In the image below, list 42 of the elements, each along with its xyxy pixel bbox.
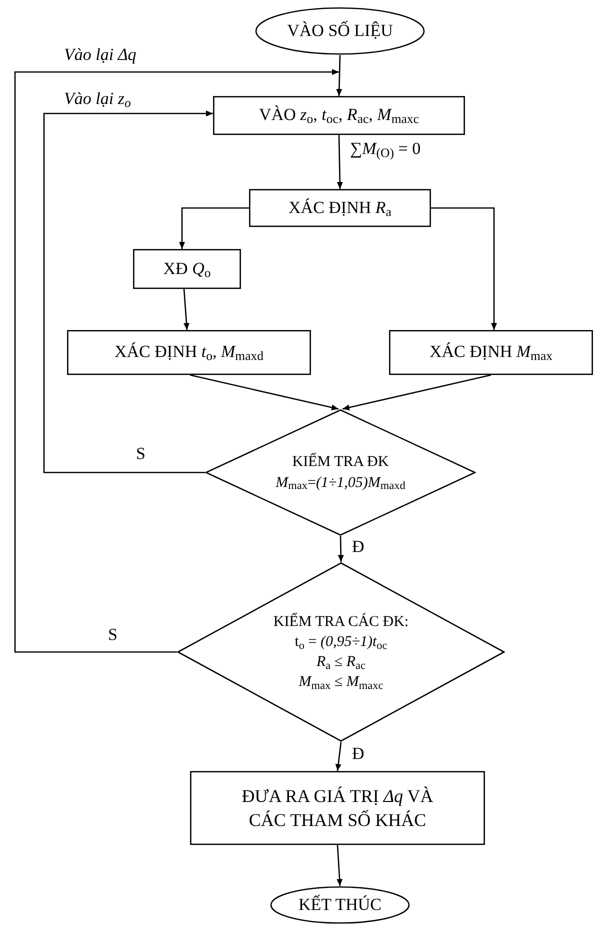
node-text: XÁC ĐỊNH M$_{max}$ (428, 341, 554, 364)
node-text: ĐƯA RA GIÁ TRỊ Δq VÀ CÁC THAM SỐ KHÁC (240, 784, 434, 832)
arrow (342, 374, 492, 410)
node-text: XÁC ĐỊNH t$_{o}$, M$_{maxd}$ (114, 341, 264, 364)
arrow (431, 207, 497, 330)
process-box (389, 330, 593, 375)
node-text: R$_{a}$ ≤ R$_{ac}$ (316, 653, 366, 672)
node-text: VÀO SỐ LIỆU (286, 20, 394, 42)
edge-label: Đ (350, 745, 366, 762)
arrow (335, 742, 342, 772)
process-box (133, 249, 241, 289)
node-text: M$_{max}$ ≤ M$_{maxc}$ (298, 673, 384, 692)
node-text: KIỂM TRA CÁC ĐK: (273, 612, 409, 632)
node-text: KIỂM TRA ĐK (292, 452, 389, 472)
arrow (336, 54, 342, 96)
decision-diamond (177, 562, 505, 742)
arrow (190, 374, 339, 410)
arrow (336, 844, 343, 886)
edge-label: S (106, 626, 120, 643)
node-text: VÀO z$_{o}$, t$_{oc}$, R$_{ac}$, M$_{maxc}$ (258, 104, 420, 127)
process-box (190, 771, 485, 845)
process-box (249, 189, 431, 227)
node-text: XÁC ĐỊNH R$_{a}$ (288, 196, 392, 220)
decision-diamond (205, 409, 476, 536)
arrow (14, 69, 339, 653)
loop-label: Vào lại z$_{o}$ (64, 90, 131, 107)
node-text: t$_{o}$ = (0,95÷1)t$_{oc}$ (294, 632, 388, 652)
edge-label: S (134, 445, 148, 462)
arrow (338, 536, 344, 562)
arrow (336, 134, 343, 190)
arrow (183, 288, 190, 330)
arrow (179, 207, 249, 249)
edge-label: Đ (350, 538, 366, 555)
node-text: XĐ Q$_{o}$ (162, 258, 212, 280)
node-text: M$_{max}$=(1÷1,05)M$_{maxd}$ (276, 474, 406, 493)
process-box (213, 96, 465, 135)
process-box (67, 330, 311, 375)
arrow (43, 110, 213, 474)
node-text: KẾT THÚC (298, 894, 382, 916)
start-ellipse (255, 7, 425, 55)
end-ellipse (270, 886, 410, 924)
loop-label: Vào lại Δq (64, 46, 136, 63)
